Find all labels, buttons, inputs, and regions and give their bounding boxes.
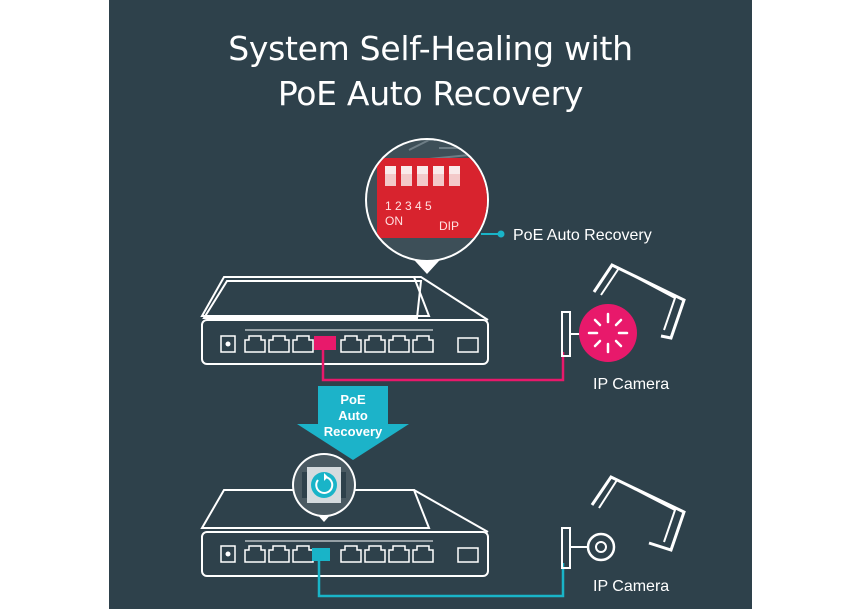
dip-dip-label: DIP bbox=[439, 219, 459, 233]
dip-on-label: ON bbox=[385, 214, 403, 228]
arrow-line-2: Auto bbox=[338, 408, 368, 423]
title-line-1: System Self-Healing with bbox=[228, 29, 633, 68]
callout-label: PoE Auto Recovery bbox=[513, 227, 652, 244]
top-switch-poe-port bbox=[314, 336, 336, 350]
network-diagram: 1 2 3 4 5 ON DIP PoE Auto Recovery bbox=[200, 138, 686, 598]
recovery-badge bbox=[292, 453, 356, 522]
top-camera-label: IP Camera bbox=[593, 376, 669, 393]
camera-lens-icon bbox=[586, 532, 616, 562]
bottom-poe-link bbox=[317, 555, 565, 598]
infographic-panel: System Self-Healing with PoE Auto Recove… bbox=[109, 0, 752, 609]
bottom-switch-poe-port bbox=[312, 548, 330, 561]
top-ip-camera: IP Camera bbox=[561, 263, 686, 393]
poe-auto-recovery-arrow: PoE Auto Recovery bbox=[297, 386, 409, 460]
top-switch bbox=[200, 276, 489, 365]
dip-numbers: 1 2 3 4 5 bbox=[385, 199, 432, 213]
title-line-2: PoE Auto Recovery bbox=[277, 74, 584, 113]
arrow-line-1: PoE bbox=[340, 392, 366, 407]
bottom-ip-camera: IP Camera bbox=[561, 475, 686, 595]
arrow-line-3: Recovery bbox=[324, 424, 383, 439]
page-title: System Self-Healing with PoE Auto Recove… bbox=[109, 26, 752, 116]
loading-spinner-icon bbox=[579, 304, 637, 362]
dip-switch-callout: 1 2 3 4 5 ON DIP PoE Auto Recovery bbox=[365, 138, 652, 274]
bottom-camera-label: IP Camera bbox=[593, 578, 669, 595]
top-poe-link bbox=[321, 350, 565, 382]
